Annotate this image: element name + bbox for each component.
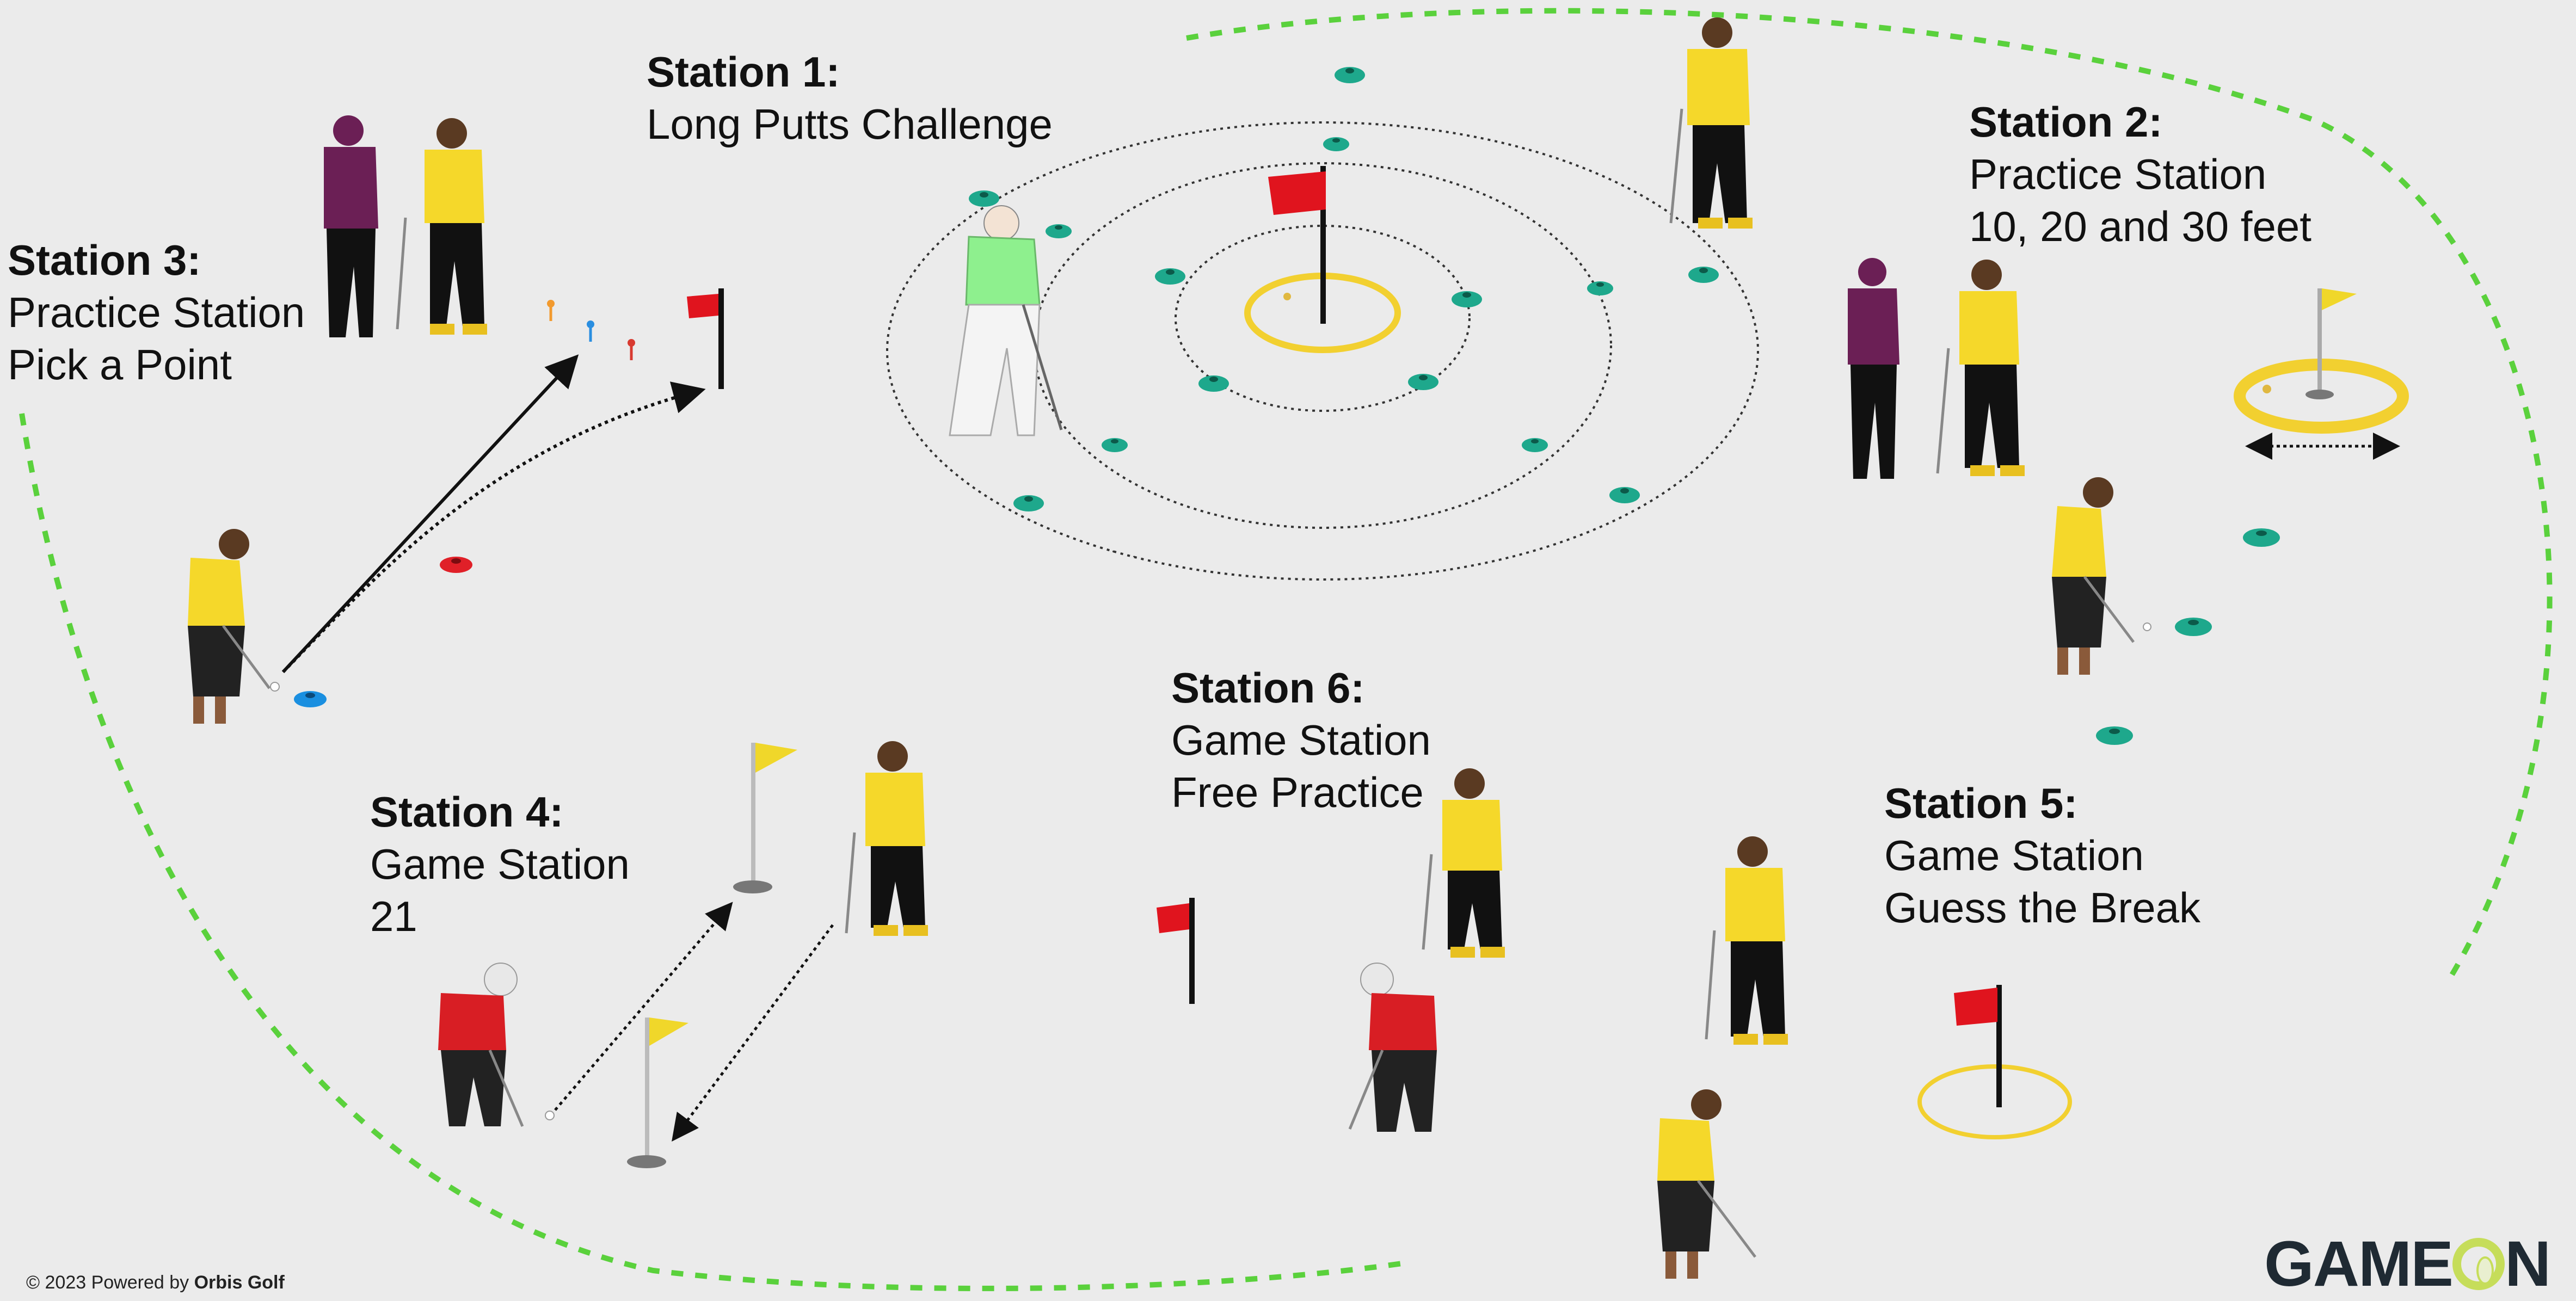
putt-path-arrow — [281, 381, 706, 674]
station-description: 21 — [370, 892, 417, 940]
golfer-icon — [1936, 260, 2025, 476]
station-1-rings — [886, 121, 1759, 581]
cone-icon — [969, 190, 999, 207]
cone-icon — [1323, 137, 1349, 151]
station-2-cones — [2096, 528, 2280, 745]
boundary-left-arc — [19, 413, 1410, 1291]
station-title: Station 4: — [370, 788, 564, 836]
station-description: Game Station — [1171, 716, 1431, 764]
copyright-footer: © 2023 Powered by Orbis Golf — [26, 1272, 285, 1293]
cone-icon — [1452, 291, 1482, 307]
station-title: Station 1: — [647, 48, 840, 96]
station-title: Station 2: — [1969, 98, 2163, 146]
gameon-logo: GAME N — [2264, 1227, 2551, 1301]
ball-icon — [1283, 293, 1291, 300]
golfer-icon — [2052, 477, 2151, 675]
golfer-icon — [1348, 963, 1437, 1132]
putt-arrow-down — [672, 924, 834, 1142]
golfer-icon — [845, 741, 928, 936]
cone-icon — [1198, 375, 1229, 392]
flag-icon — [733, 743, 797, 893]
station-description: Pick a Point — [8, 341, 232, 389]
golfer-icon — [1669, 17, 1753, 229]
tee-icon — [587, 320, 594, 342]
boundary-right-arc — [1186, 8, 2553, 981]
golfer-icon — [949, 205, 1063, 436]
golfer-icon — [396, 118, 487, 335]
golfer-icon — [1422, 768, 1505, 958]
logo-text-right: N — [2505, 1228, 2551, 1300]
cone-icon — [1013, 495, 1044, 511]
station-title: Station 5: — [1884, 779, 2078, 827]
flag-icon — [687, 288, 724, 389]
golfer-icon — [324, 115, 378, 337]
hole-ring-station-5 — [1917, 1064, 2072, 1139]
station-3-label: Station 3: Practice Station Pick a Point — [8, 234, 305, 391]
flag-icon — [1954, 985, 2002, 1107]
putt-arrow-up — [554, 902, 733, 1111]
ring-outer — [886, 121, 1759, 581]
golfer-icon — [1705, 836, 1788, 1045]
cone-icon — [1155, 268, 1185, 285]
station-1-cones — [969, 67, 1719, 511]
station-4-label: Station 4: Game Station 21 — [370, 786, 630, 942]
station-1-label: Station 1: Long Putts Challenge — [647, 46, 1053, 150]
station-description: 10, 20 and 30 feet — [1969, 202, 2311, 250]
station-description: Game Station — [1884, 831, 2144, 879]
cone-icon — [1609, 487, 1640, 503]
station-description: Guess the Break — [1884, 884, 2200, 932]
station-2-label: Station 2: Practice Station 10, 20 and 3… — [1969, 96, 2311, 252]
golfer-icon — [1657, 1089, 1756, 1279]
station-description: Game Station — [370, 840, 630, 888]
tee-icon — [547, 300, 555, 321]
cone-icon — [2243, 528, 2280, 547]
ball-icon — [2263, 385, 2271, 393]
ring-middle — [1033, 162, 1612, 529]
station-description: Free Practice — [1171, 768, 1424, 816]
station-title: Station 6: — [1171, 664, 1365, 712]
flag-icon — [1268, 166, 1326, 324]
cone-icon — [1408, 374, 1438, 390]
cone-icon — [2175, 618, 2212, 636]
golfer-icon — [188, 529, 280, 724]
station-description: Practice Station — [8, 288, 305, 336]
station-5-label: Station 5: Game Station Guess the Break — [1884, 777, 2200, 934]
station-description: Practice Station — [1969, 150, 2267, 198]
flag-icon — [2306, 288, 2357, 399]
logo-ball-icon — [2452, 1238, 2505, 1290]
footer-brand: Orbis Golf — [194, 1272, 285, 1293]
station-6-label: Station 6: Game Station Free Practice — [1171, 662, 1431, 818]
practice-area-boundary — [19, 8, 2553, 1291]
cone-icon — [294, 691, 327, 707]
flag-icon — [627, 1018, 688, 1168]
cone-icon — [1046, 224, 1072, 238]
footer-prefix: © 2023 Powered by — [26, 1272, 194, 1293]
ring-inner — [1175, 225, 1471, 412]
cone-icon — [1335, 67, 1365, 83]
cone-icon — [2096, 726, 2133, 745]
logo-text-left: GAME — [2264, 1228, 2454, 1300]
cone-icon — [440, 557, 472, 573]
station-description: Long Putts Challenge — [647, 100, 1053, 148]
cone-icon — [1587, 281, 1613, 295]
cone-icon — [1688, 267, 1719, 283]
cone-icon — [1102, 438, 1128, 452]
golfer-icon — [1848, 258, 1899, 479]
flag-icon — [1157, 898, 1195, 1004]
golfer-icon — [438, 963, 555, 1127]
tee-icon — [628, 339, 635, 360]
cone-icon — [1522, 438, 1548, 452]
station-title: Station 3: — [8, 236, 201, 284]
